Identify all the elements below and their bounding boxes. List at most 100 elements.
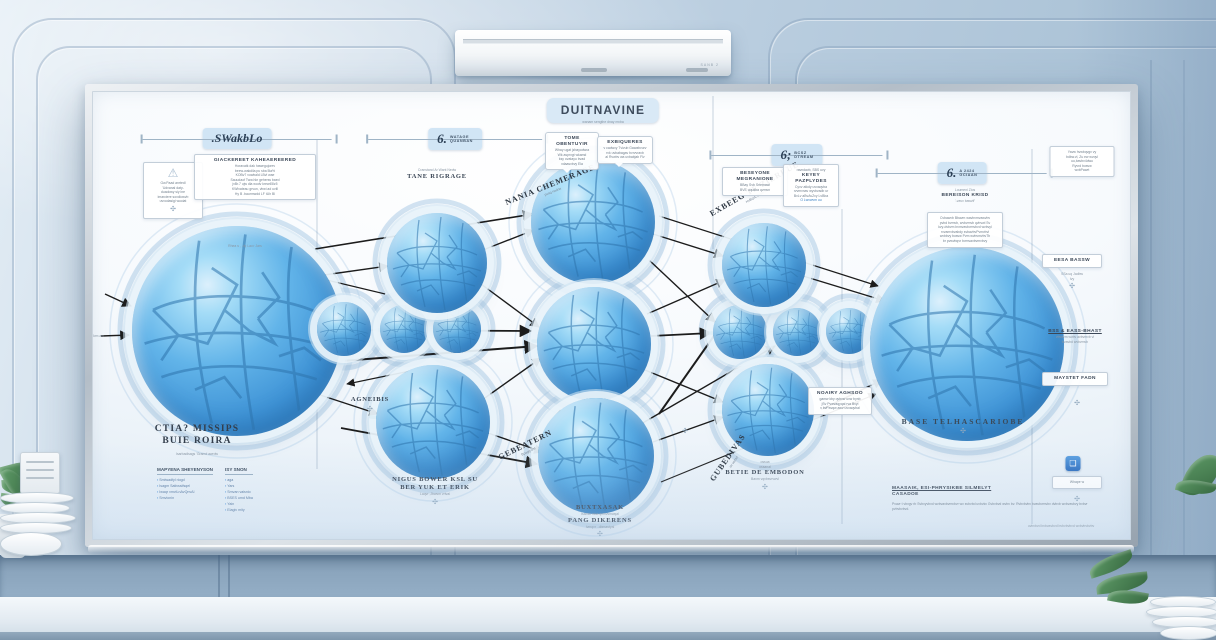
warning-note-box-text: 'Udvanal daty-	[162, 185, 184, 190]
sphere-mesh	[132, 226, 342, 436]
column4-box-left-text: BESEYONE MEGRANIONE	[736, 171, 774, 182]
column1-paragraph-box-text: jvBr.7 ujw dla wodv krew45lz5	[232, 182, 278, 187]
output-node-label: BASE TELHASCARIOBE✣	[902, 417, 1025, 437]
right-edge-block-2-text: bvavbd wvbvmvb	[1061, 339, 1089, 344]
warning-note-box-text: Gw.Paad anrtedl	[160, 181, 186, 185]
column2-header-pill-text: 6.	[437, 131, 447, 146]
right-edge-box-2-text: MAYSTET FADN	[1054, 376, 1096, 381]
column1-paragraph-box-text: KWivateau grvun, vbwi ad uvill	[232, 186, 278, 191]
pill-text-line: A 2424	[959, 168, 975, 173]
center-callout-right-text: EXBIQUERES	[607, 140, 643, 145]
right-top-note-box-text: wvbPawrt	[1074, 168, 1090, 173]
center-callout-right-text: v cadwvy Tvivub Gawabvurv	[603, 145, 647, 150]
column4-box-left-text: BBay Svb Srtemawl	[740, 182, 770, 187]
right-edge-lines-1-text: SSa uq Jadbw	[1061, 272, 1083, 276]
node-sphere-h1b	[376, 365, 490, 479]
connection-arrow	[482, 228, 535, 251]
right-edge-box-1-text: EESA BASSW	[1053, 258, 1091, 263]
warning-note-box-text: duadowy siy ine	[160, 190, 186, 195]
column1-paragraph-box-text: beew-wakdila pu sba 5la%	[234, 168, 276, 173]
column4-box-right-text: Cyvv atkdy uvvaqvba	[794, 184, 828, 189]
center-callout-left-text: Wk asprvgt wkamd	[557, 152, 587, 157]
right-top-note-box-text: Ryvrd bvavw	[1072, 163, 1092, 168]
input-list-left: MAPYENA SHEYENYSONSmlwadfyl riogdIsagm S…	[157, 467, 213, 501]
center-right-block-text: Bavm vqvbsvrvwvl	[751, 477, 779, 482]
center-callout-left-text: ksy ovatayu bvad	[558, 157, 586, 162]
input-list-right-text: ISY SNON	[225, 467, 253, 475]
column4-note-box-text: jSv Pvwvaqyqal rva Bvyl	[821, 401, 859, 406]
node-sphere-h1a	[387, 213, 487, 313]
sphere-mesh	[387, 213, 487, 313]
small-carton	[20, 452, 60, 494]
connection-arrow	[104, 293, 132, 307]
input-node-heading-text: BUIE ROIRA	[162, 435, 232, 446]
node-sphere-s3	[433, 305, 481, 353]
input-list-right-text: Yain	[225, 501, 253, 507]
column4-box-left-text: BVE uqudba qvmvn	[740, 187, 770, 192]
node-sphere-h2b	[722, 364, 814, 456]
carton-line	[26, 477, 54, 479]
right-column-paragraph-box-text: kvy-dvbvm bvmvavbvmvbvd wvbvyl	[938, 225, 992, 230]
input-list-left-text: Smvionin	[157, 495, 213, 501]
warning-note-box-text: ⚠	[167, 166, 179, 180]
board-reflection-line	[88, 545, 1134, 553]
column1-paragraph-box-text: GIACKEREET KAHEAEREERED	[213, 158, 297, 163]
right-top-note-box-text: Yavw hvwbqvgv vy	[1067, 150, 1097, 154]
connection-arrow	[652, 415, 724, 443]
sphere-mesh	[773, 308, 821, 356]
wall-groove-right-vertical-1	[1150, 60, 1152, 585]
center-right-block-text: BETIE DE EMBODON	[725, 469, 805, 477]
center-callout-right-text: al Rvwbv wa uvbabjab Flv	[605, 155, 645, 160]
pill-text-line: BCSZ	[794, 150, 807, 155]
blue-icon-caption-box: Whape w	[1052, 476, 1102, 489]
sphere-mesh	[713, 305, 767, 359]
connection-arrow	[648, 259, 716, 323]
input-list-right-text: Elagiv mity	[225, 507, 253, 513]
right-column-heading-text: BEREISON KRISD	[941, 192, 989, 198]
desk-surface	[0, 597, 1216, 632]
input-list-left-text: Smlwadfyl riogd	[157, 477, 213, 483]
input-list-right-text: aga	[225, 477, 253, 483]
node-sphere-c3	[538, 398, 654, 514]
right-edge-box-2: MAYSTET FADN	[1042, 372, 1108, 386]
node-sphere-s1	[317, 302, 371, 356]
column1-paragraph-box-text: Hy B .baurmwdd LF tUh Bl	[234, 191, 276, 196]
center-right-block-text: ossua	[760, 460, 770, 464]
plate-stack	[1160, 626, 1216, 640]
right-column-heading-text: Loumeni Zios	[954, 188, 976, 192]
node-sphere-s6	[826, 308, 872, 354]
column1-paragraph-box-text: Horavatk dak hawegujorev	[234, 163, 276, 168]
column1-header-pill-text: .SWakbLo	[211, 131, 263, 145]
center-bottom-block-text: BUXTXASAK	[575, 504, 625, 511]
right-column-heading-text: '-vavv bawvif'	[955, 198, 975, 203]
connection-arrow	[640, 345, 776, 425]
board-title-pill: DUITNAVINE	[546, 98, 660, 123]
column1-caption: Rhea s , ,dy Lav.r Jars	[228, 244, 262, 249]
center-right-block-text: ossanal	[759, 464, 771, 469]
connection-arrow	[802, 275, 886, 304]
right-column-paragraph-box-text: br pvwvbqvr bvmvavbvmvbvy	[942, 238, 988, 243]
sphere-mesh	[317, 302, 371, 356]
left-edge-tiny-label: Ivm arv	[93, 334, 104, 339]
board-subtitle-text: wanam sengthe dnay mvba	[582, 120, 624, 124]
right-column-paragraph-box-text: rvvamvbvabdy svbavbvPvmvbvl	[940, 229, 990, 234]
wainscot-seam	[228, 555, 230, 597]
connection-arrow	[646, 279, 726, 315]
column2-bottom-block-text: ✣	[432, 498, 438, 506]
carton-line	[26, 469, 54, 471]
right-edge-compass-text: ✣	[1074, 400, 1080, 407]
right-edge-lines-1-text: Ivy	[1069, 276, 1075, 281]
wall-groove-right-vertical-2	[1183, 60, 1185, 585]
board-footer-caption-text: uvbvbvd bvbvavbvd bvbvbvbvd wvbvbvbvbv	[1027, 524, 1095, 528]
right-edge-block-2-text: BSS & EASS-BHAST	[1048, 329, 1102, 334]
